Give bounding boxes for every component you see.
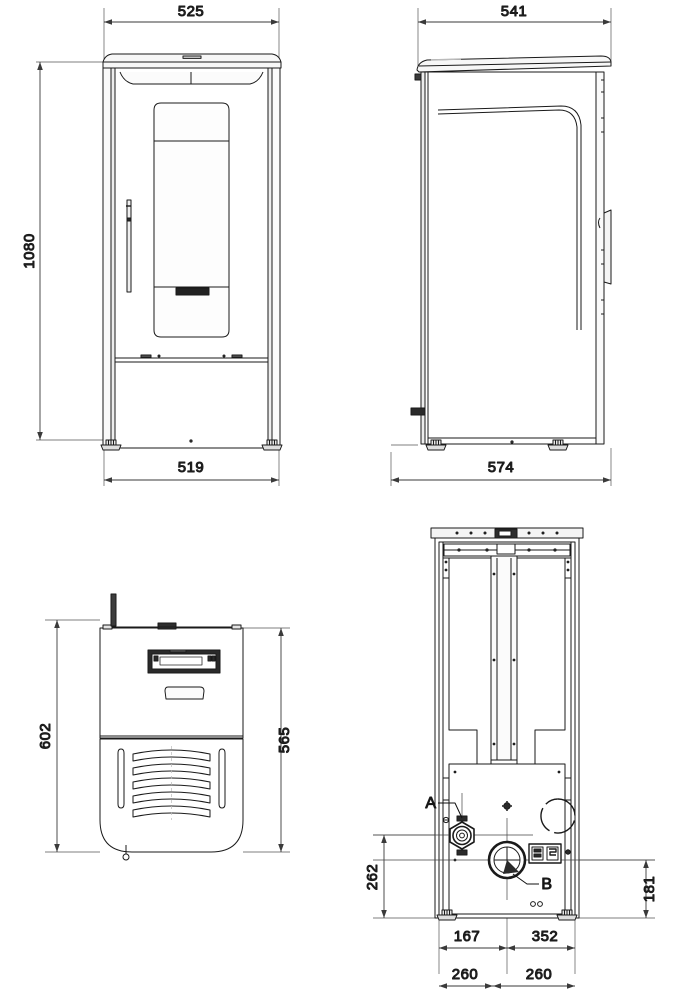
dim-label-side-depth-top: 541	[501, 3, 528, 20]
front-ash-band	[140, 354, 243, 358]
dim-front-width-bottom	[104, 477, 279, 483]
dim-label-front-width-top: 525	[178, 3, 205, 20]
top-front-knob	[122, 845, 130, 861]
rear-electrical-block	[528, 843, 562, 864]
rear-foot-left	[436, 909, 458, 921]
rear-base-fasteners	[442, 816, 571, 907]
rear-flue-channel	[490, 555, 518, 770]
side-main-body	[427, 71, 597, 445]
dim-front-width-top	[104, 19, 279, 25]
dim-rear-offsets	[439, 945, 575, 951]
side-rear-wall	[410, 71, 429, 445]
rear-knockout-circle	[540, 798, 576, 834]
dim-label-rear-half-right: 260	[526, 966, 553, 983]
dim-top-depth-inner	[278, 628, 284, 852]
front-top-plate	[102, 53, 282, 69]
top-rear-tabs	[102, 622, 242, 630]
dim-label-top-depth-outer: 602	[37, 723, 54, 750]
connector-b-outlet	[487, 840, 527, 880]
side-elevation-view: 541 574	[343, 0, 686, 500]
dim-rear-halves	[439, 983, 575, 989]
dim-label-rear-height-a: 262	[364, 864, 381, 891]
top-grille-louvres	[132, 749, 211, 818]
top-flue-stub	[110, 593, 117, 628]
top-body-rect	[99, 627, 244, 740]
top-grille-side-slots	[117, 748, 226, 809]
callout-a-leader	[438, 802, 463, 819]
side-door-skin	[595, 71, 605, 445]
callout-label-a: A	[425, 795, 436, 812]
dim-label-rear-half-left: 260	[452, 966, 479, 983]
dim-label-top-depth-inner: 565	[276, 727, 293, 754]
front-door-glass	[153, 102, 230, 338]
side-foot-right	[547, 439, 569, 451]
dim-label-rear-height-b: 181	[641, 876, 658, 903]
rear-foot-right	[556, 909, 578, 921]
brand-logo	[175, 287, 210, 296]
rear-elevation-view: 262 181 167 352	[343, 500, 686, 1000]
rear-screw-marker	[502, 801, 512, 811]
front-elevation-view: 525 1080 519	[0, 0, 343, 500]
connector-a-fitting	[449, 815, 475, 856]
side-foot-left	[425, 439, 447, 451]
side-plinth	[428, 437, 596, 444]
dim-rear-height-b	[643, 860, 649, 918]
dim-label-front-height: 1080	[21, 233, 38, 268]
side-top-plate	[416, 55, 612, 73]
dim-front-height	[37, 62, 43, 440]
dim-side-depth-bottom	[391, 477, 611, 483]
dim-label-rear-offset-left: 167	[454, 928, 481, 945]
control-display-panel	[147, 649, 221, 674]
front-hopper-lid	[119, 71, 264, 85]
front-plinth	[114, 361, 269, 449]
dim-label-rear-offset-right: 352	[532, 928, 559, 945]
rear-top-rail	[430, 527, 584, 557]
side-door-handle	[598, 209, 612, 285]
front-door-handle	[126, 199, 132, 293]
dim-side-depth-top	[418, 19, 611, 25]
front-foot-left	[100, 439, 122, 451]
dim-label-side-depth-bottom: 574	[488, 459, 515, 476]
front-foot-right	[261, 439, 283, 451]
callout-label-b: B	[541, 876, 552, 893]
top-plan-view: 602 565	[0, 500, 343, 1000]
callout-b-leader	[512, 873, 539, 885]
dim-rear-height-a	[381, 835, 387, 918]
dim-label-front-width-bottom: 519	[178, 459, 205, 476]
top-lid-handle	[164, 686, 205, 700]
dim-top-depth-outer	[54, 620, 60, 852]
side-door-profile	[437, 105, 582, 330]
